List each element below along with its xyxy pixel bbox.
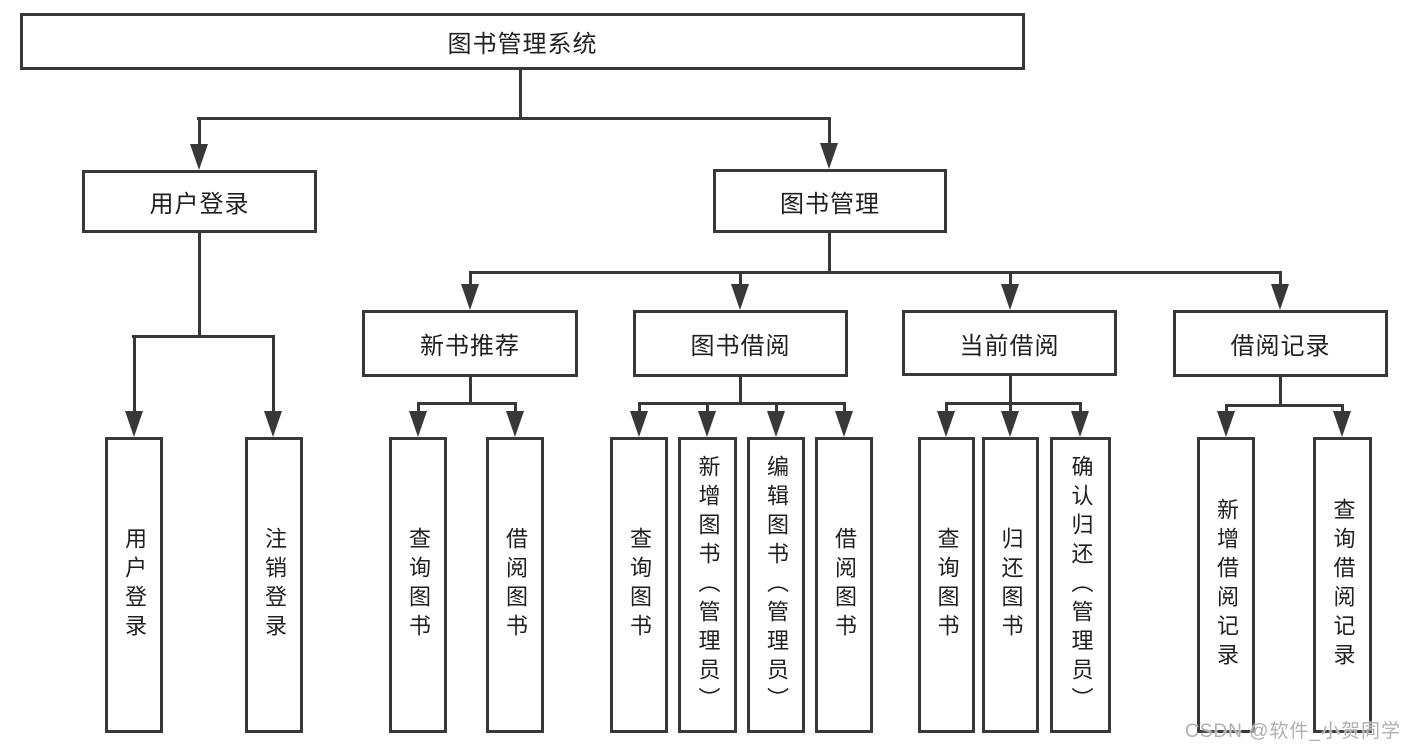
connector-line [198,233,201,335]
node-label: 当前借阅 [959,332,1060,360]
connector-line [514,402,517,414]
node-label: 图书管理 [780,190,880,218]
node-label: 借阅记录 [1230,333,1331,360]
connector-line [1225,404,1344,407]
connector-line [469,271,1282,274]
arrowhead-down-icon [1271,284,1289,310]
connector-line [1225,404,1228,414]
connector-line [1279,271,1282,288]
arrowhead-down-icon [731,284,749,310]
arrowhead-down-icon [1217,411,1235,437]
arrowhead-down-icon [506,411,524,437]
connector-line [417,402,517,405]
node-new-book-recommend: 新书推荐 [362,310,578,377]
node-book-management: 图书管理 [713,169,947,233]
node-user-login: 用户登录 [82,170,317,233]
leaf-query-books-current: 查询图书 [918,437,975,733]
connector-line [469,377,472,403]
connector-line [417,402,420,414]
connector-line [1009,271,1012,288]
leaf-borrow-books-recommend: 借阅图书 [486,437,544,733]
node-borrow-records: 借阅记录 [1173,310,1388,377]
leaf-confirm-return-admin: 确认归还（管理员） [1050,437,1111,733]
arrowhead-down-icon [820,143,838,169]
connector-line [1079,402,1082,414]
arrowhead-down-icon [630,411,648,437]
leaf-return-books: 归还图书 [982,437,1039,733]
leaf-label: 查询图书 [934,527,960,643]
node-label: 新书推荐 [420,333,520,360]
leaf-query-borrow-record: 查询借阅记录 [1313,437,1372,733]
connector-line [469,271,472,288]
csdn-watermark: CSDN @软件_小贺同学 [1185,721,1401,742]
connector-line [1009,376,1012,403]
connector-line [945,402,1082,405]
leaf-label: 编辑图书（管理员） [764,454,789,716]
leaf-borrow-books: 借阅图书 [815,437,873,733]
node-book-borrowing: 图书借阅 [633,310,848,377]
arrowhead-down-icon [937,411,955,437]
connector-line [272,335,275,413]
connector-line [197,117,831,120]
leaf-label: 用户登录 [122,527,147,643]
connector-line [775,402,778,414]
connector-line [638,402,641,414]
connector-line [1341,404,1344,414]
connector-line [945,402,948,414]
connector-line [843,402,846,414]
node-current-borrowing: 当前借阅 [902,310,1117,376]
connector-line [1279,377,1282,404]
connector-line [519,70,522,117]
node-label: 图书借阅 [690,333,791,360]
leaf-label: 借阅图书 [503,527,528,643]
leaf-label: 确认归还（管理员） [1068,454,1094,716]
leaf-label: 注销登录 [262,527,287,643]
arrowhead-down-icon [1333,411,1351,437]
connector-line [706,402,709,414]
leaf-label: 新增图书（管理员） [695,454,721,716]
connector-line [1009,402,1012,414]
leaf-label: 查询图书 [627,527,652,643]
leaf-label: 借阅图书 [832,527,857,643]
leaf-label: 归还图书 [998,527,1024,643]
leaf-logout: 注销登录 [245,437,303,733]
node-label: 用户登录 [149,191,250,218]
arrowhead-down-icon [190,144,208,170]
connector-line [828,117,831,145]
leaf-edit-books-admin: 编辑图书（管理员） [747,437,805,733]
leaf-add-books-admin: 新增图书（管理员） [678,437,737,733]
node-label: 图书管理系统 [447,31,598,58]
connector-line [133,335,136,413]
arrowhead-down-icon [461,284,479,310]
arrowhead-down-icon [1001,284,1019,310]
arrowhead-down-icon [698,411,716,437]
arrowhead-down-icon [409,411,427,437]
leaf-label: 查询图书 [406,527,431,643]
leaf-add-borrow-record: 新增借阅记录 [1197,437,1255,733]
arrowhead-down-icon [835,411,853,437]
arrowhead-down-icon [1071,411,1089,437]
connector-line [828,233,831,271]
leaf-label: 新增借阅记录 [1214,498,1239,672]
connector-line [198,117,201,146]
arrowhead-down-icon [125,411,143,437]
connector-line [638,402,846,405]
connector-line [132,335,274,338]
leaf-query-books-borrowing: 查询图书 [610,437,668,733]
node-root-library-system: 图书管理系统 [20,13,1025,70]
connector-line [739,271,742,288]
arrowhead-down-icon [1001,411,1019,437]
leaf-query-books-recommend: 查询图书 [389,437,447,733]
arrowhead-down-icon [767,411,785,437]
leaf-user-login: 用户登录 [105,437,163,733]
leaf-label: 查询借阅记录 [1330,498,1356,672]
connector-line [739,377,742,403]
arrowhead-down-icon [264,411,282,437]
